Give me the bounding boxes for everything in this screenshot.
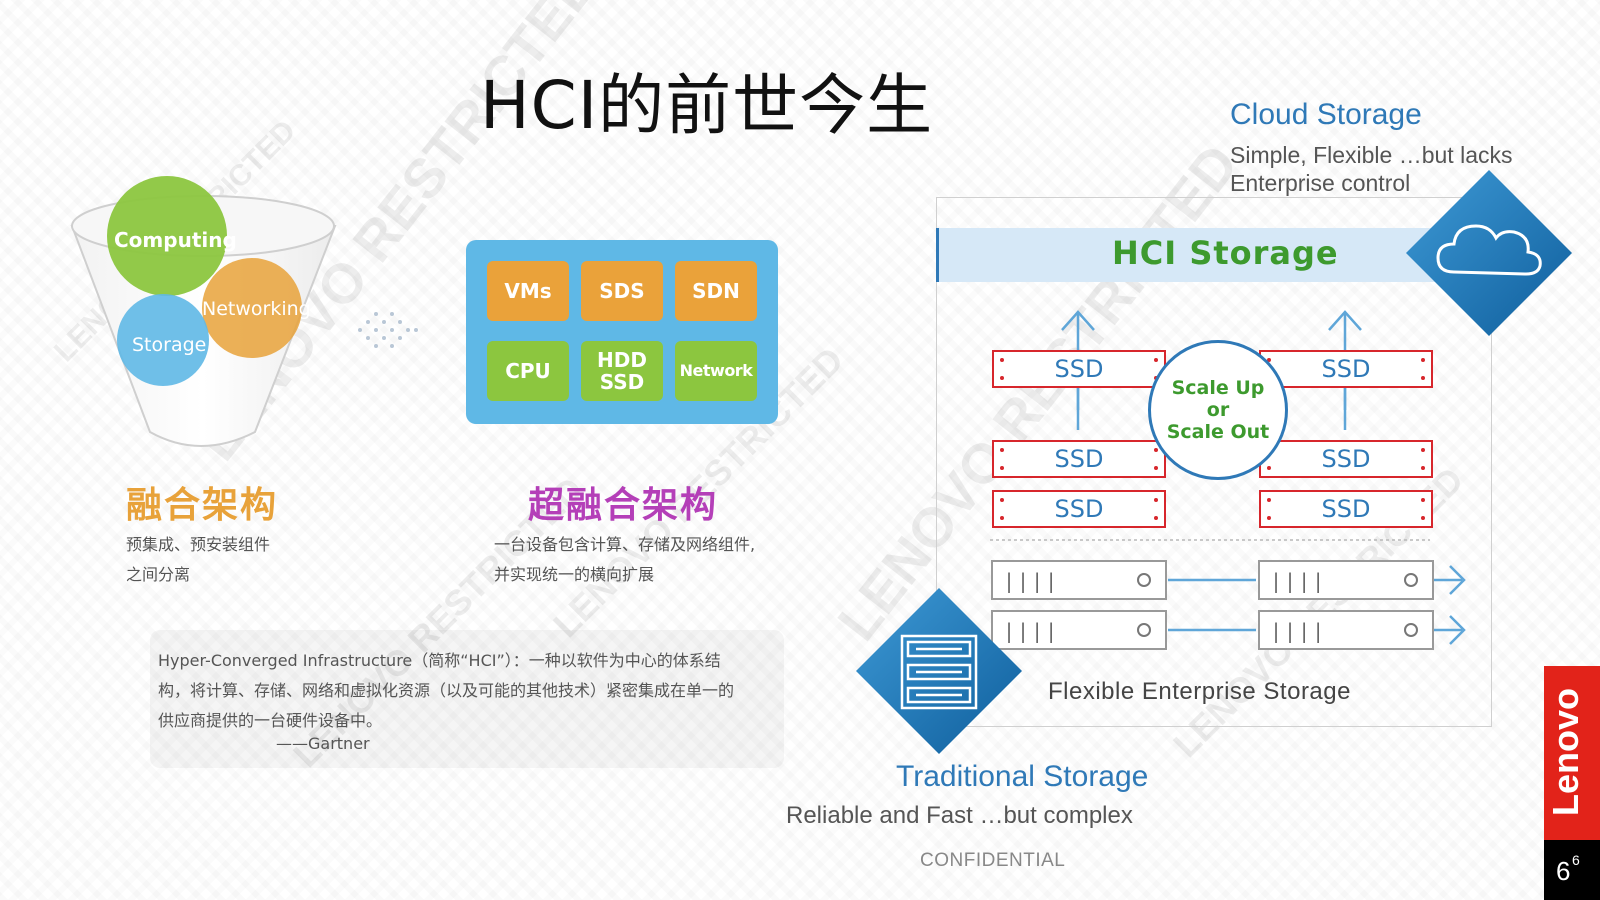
server-knob-icon: [1404, 573, 1418, 587]
tile-sdn: SDN: [675, 261, 757, 321]
storage-circle: [117, 294, 209, 386]
quote-line: 供应商提供的一台硬件设备中。: [158, 711, 383, 730]
scale-up-out-circle: Scale Up or Scale Out: [1148, 340, 1288, 480]
scale-line: Scale Out: [1166, 421, 1270, 443]
cloud-icon: [1436, 224, 1542, 276]
page-number: 6: [1556, 856, 1571, 886]
ssd-module: SSD: [1259, 440, 1433, 478]
slide-title: HCI的前世今生: [480, 67, 934, 144]
server-unit: ||||: [1258, 560, 1434, 600]
traditional-storage-desc: Reliable and Fast …but complex: [786, 802, 1133, 829]
tile-network: Network: [675, 341, 757, 401]
cloud-storage-desc-line: Enterprise control: [1230, 170, 1411, 196]
tile-cpu: CPU: [487, 341, 569, 401]
converged-desc-line: 之间分离: [126, 565, 191, 584]
networking-label: Networking: [202, 298, 311, 320]
server-bars: ||||: [1003, 619, 1060, 643]
storage-frame: [936, 197, 1492, 727]
converged-desc-line: 预集成、预安装组件: [126, 535, 271, 554]
ssd-label: SSD: [1054, 355, 1104, 383]
ssd-label: SSD: [1054, 445, 1104, 473]
server-bars: ||||: [1270, 569, 1327, 593]
hci-storage-band: [936, 228, 1439, 282]
server-knob-icon: [1404, 623, 1418, 637]
lenovo-logo-strip: [1544, 666, 1600, 840]
ssd-module: SSD: [992, 350, 1166, 388]
ssd-module: SSD: [1259, 490, 1433, 528]
tile-vms: VMs: [487, 261, 569, 321]
tile-sds: SDS: [581, 261, 663, 321]
ssd-label: SSD: [1321, 355, 1371, 383]
storage-label: Storage: [132, 334, 207, 356]
cloud-storage-desc-line: Simple, Flexible …but lacks: [1230, 142, 1513, 168]
ssd-label: SSD: [1321, 495, 1371, 523]
quote-attribution: ——Gartner: [276, 734, 370, 753]
hyperconverged-desc-line: 一台设备包含计算、存储及网络组件,: [494, 535, 756, 554]
quote-text: Hyper-Converged Infrastructure（简称“HCI”）：…: [158, 646, 774, 736]
hyperconverged-desc-line: 并实现统一的横向扩展: [494, 565, 655, 584]
tile-hdd-ssd: HDD SSD: [581, 341, 663, 401]
ssd-module: SSD: [1259, 350, 1433, 388]
traditional-storage-title: Traditional Storage: [896, 760, 1149, 793]
tile-ssd-label: SSD: [599, 370, 645, 394]
converged-cup-diagram: [70, 176, 337, 447]
cloud-storage-title: Cloud Storage: [1230, 98, 1422, 131]
server-bars: ||||: [1270, 619, 1327, 643]
server-unit: ||||: [991, 610, 1167, 650]
ssd-module: SSD: [992, 490, 1166, 528]
server-knob-icon: [1137, 573, 1151, 587]
dots-decoration: [358, 312, 418, 348]
server-knob-icon: [1137, 623, 1151, 637]
page-number-superscript: 6: [1572, 852, 1580, 868]
scale-line: Scale Up: [1171, 377, 1265, 399]
computing-circle: [107, 176, 227, 296]
quote-box: [150, 630, 784, 768]
computing-label: Computing: [114, 228, 237, 252]
lenovo-logo: Lenovo: [1545, 687, 1586, 817]
server-bars: ||||: [1003, 569, 1060, 593]
flexible-enterprise-label: Flexible Enterprise Storage: [1048, 678, 1351, 705]
cloud-diamond: [1406, 170, 1572, 336]
scale-line: or: [1206, 399, 1230, 421]
ssd-label: SSD: [1321, 445, 1371, 473]
hyperconverged-heading: 超融合架构: [528, 485, 719, 526]
ssd-label: SSD: [1054, 495, 1104, 523]
quote-line: Hyper-Converged Infrastructure（简称“HCI”）：…: [158, 651, 721, 670]
page-number-box: [1544, 840, 1600, 900]
networking-circle: [202, 258, 302, 358]
server-unit: ||||: [1258, 610, 1434, 650]
ssd-module: SSD: [992, 440, 1166, 478]
server-unit: ||||: [991, 560, 1167, 600]
traditional-diamond: [856, 588, 1022, 754]
tile-hdd-label: HDD: [597, 348, 647, 372]
quote-line: 构，将计算、存储、网络和虚拟化资源（以及可能的其他技术）紧密集成在单一的: [158, 681, 735, 700]
converged-heading: 融合架构: [126, 485, 279, 526]
hci-storage-label: HCI Storage: [1112, 234, 1339, 272]
confidential-label: CONFIDENTIAL: [920, 850, 1066, 871]
server-rack-icon: [900, 634, 978, 710]
